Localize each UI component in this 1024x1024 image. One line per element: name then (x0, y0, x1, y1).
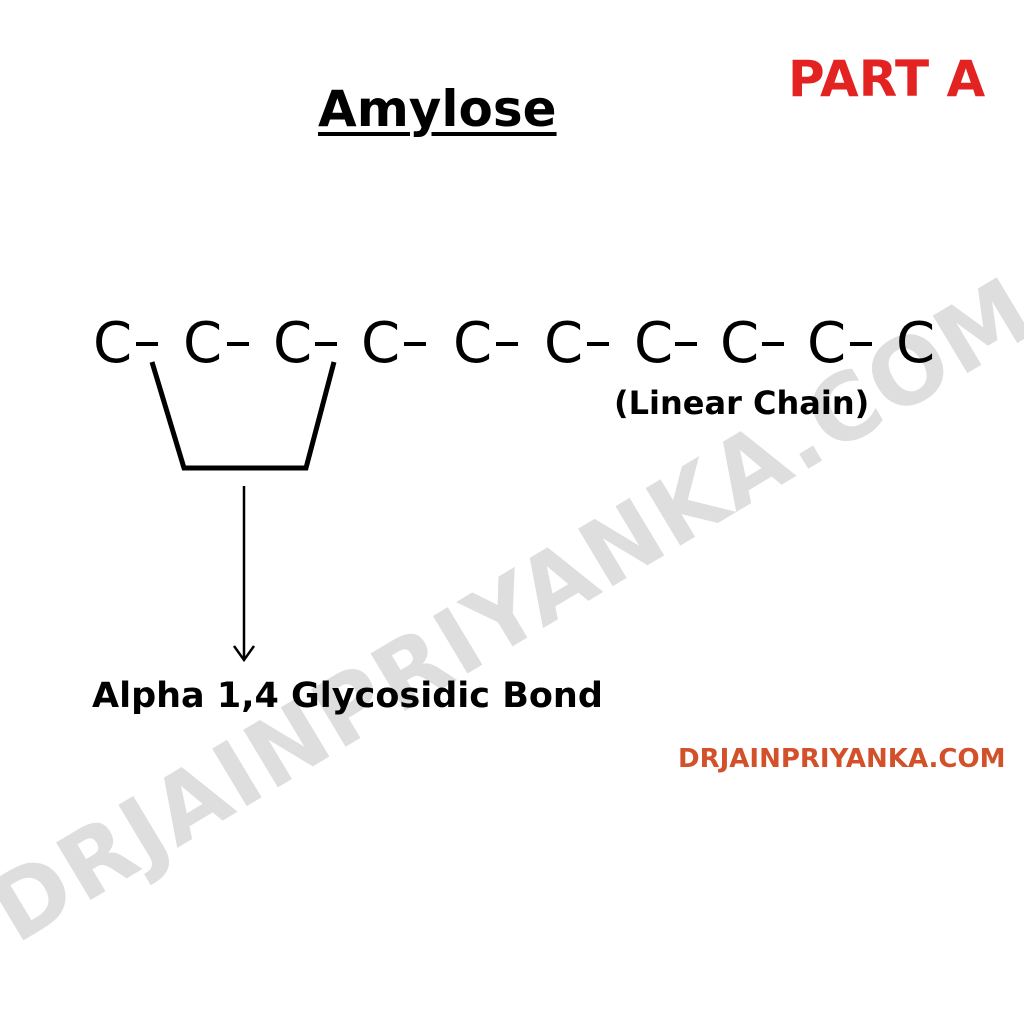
glycosidic-bond-bracket (149, 361, 337, 471)
chain-bond-7 (675, 342, 697, 346)
chain-bond-4 (404, 342, 426, 346)
chain-bond-5 (496, 342, 518, 346)
chain-atom-9: C (807, 311, 847, 376)
chain-atom-5: C (453, 311, 493, 376)
chain-atom-4: C (361, 311, 401, 376)
chain-bond-1 (136, 342, 158, 346)
chain-bond-9 (850, 342, 872, 346)
chain-bond-6 (587, 342, 609, 346)
chain-atom-1: C (93, 311, 133, 376)
glycosidic-bond-label: Alpha 1,4 Glycosidic Bond (92, 676, 603, 716)
chain-bond-3 (315, 342, 337, 346)
chain-bond-8 (762, 342, 784, 346)
chain-atom-3: C (273, 311, 313, 376)
site-name: DRJAINPRIYANKA.COM (678, 744, 1006, 774)
chain-atom-7: C (634, 311, 674, 376)
chain-atom-2: C (183, 311, 223, 376)
linear-chain-caption: (Linear Chain) (614, 384, 870, 422)
chain-atom-10: C (896, 311, 936, 376)
chain-bond-2 (227, 342, 249, 346)
diagram-title: Amylose (318, 80, 557, 138)
chain-atom-6: C (544, 311, 584, 376)
part-label: PART A (788, 50, 986, 108)
chain-atom-8: C (720, 311, 760, 376)
pointer-arrow-head (232, 645, 256, 663)
